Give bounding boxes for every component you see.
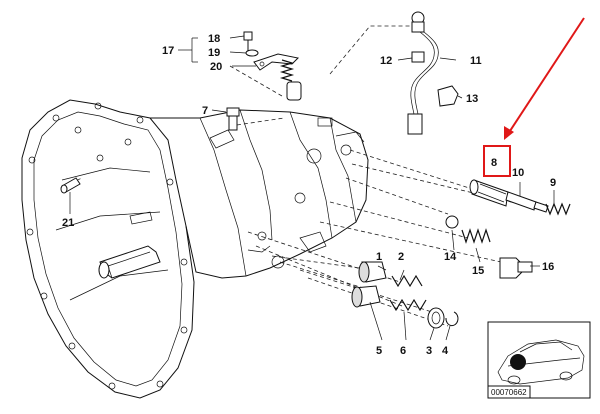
callout-12: 12 xyxy=(380,55,392,67)
callout-3: 3 xyxy=(426,345,432,357)
highlight-arrow-head xyxy=(504,126,514,140)
callout-13: 13 xyxy=(466,93,478,105)
callout-10: 10 xyxy=(512,167,524,179)
transmission-housing xyxy=(21,99,369,399)
callout-6: 6 xyxy=(400,345,406,357)
callout-17: 17 xyxy=(162,45,174,57)
callout-4: 4 xyxy=(442,345,449,357)
callout-14: 14 xyxy=(444,251,457,263)
callout-18: 18 xyxy=(208,33,220,45)
callout-2: 2 xyxy=(398,251,404,263)
callout-1: 1 xyxy=(376,251,382,263)
highlight-callout-8 xyxy=(483,17,585,177)
leader-lines xyxy=(63,25,529,327)
callout-8: 8 xyxy=(491,157,497,169)
inset-location-marker xyxy=(510,354,526,370)
callout-19: 19 xyxy=(208,47,220,59)
highlight-arrow-shaft xyxy=(507,17,585,135)
vehicle-inset: 00070662 xyxy=(487,321,591,399)
callout-labels: 18 19 17 20 7 12 11 13 8 10 9 21 14 15 1… xyxy=(62,33,556,357)
callout-20: 20 xyxy=(210,61,222,73)
callout-leaders xyxy=(69,35,555,341)
callout-11: 11 xyxy=(470,55,482,67)
inset-code: 00070662 xyxy=(491,388,527,397)
callout-9: 9 xyxy=(550,177,556,189)
callout-5: 5 xyxy=(376,345,382,357)
highlight-box xyxy=(483,145,511,177)
callout-15: 15 xyxy=(472,265,484,277)
callout-21: 21 xyxy=(62,217,74,229)
callout-16: 16 xyxy=(542,261,554,273)
small-parts xyxy=(60,11,571,329)
callout-7: 7 xyxy=(202,105,208,117)
